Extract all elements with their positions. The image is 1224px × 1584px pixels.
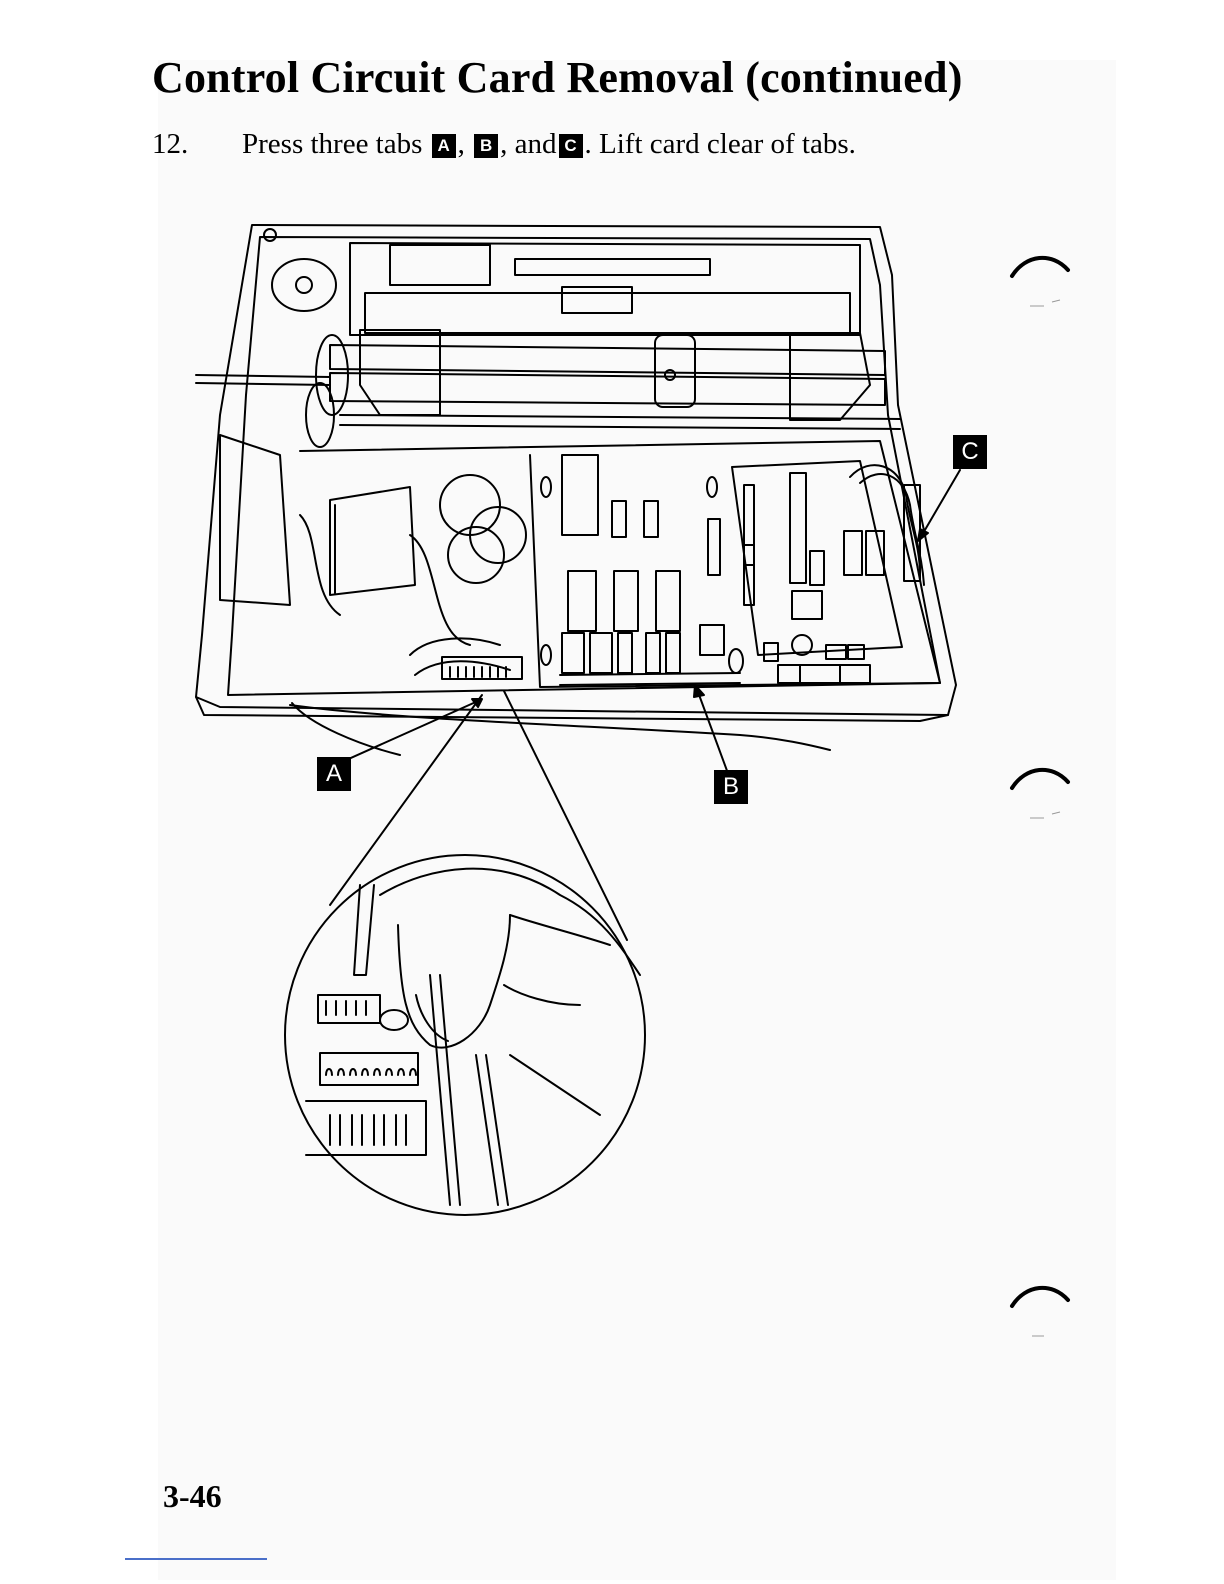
detail-magnifier [285,855,645,1215]
tag-a-icon: A [432,134,456,158]
callout-c: C [953,435,987,469]
footer-rule [125,1558,267,1560]
callout-a: A [317,757,351,791]
step-separator-1: , [458,128,465,160]
step-text-after: . Lift card clear of tabs. [585,128,856,160]
step-number: 12. [152,128,242,161]
tag-c-icon: C [559,134,583,158]
motor-gears [196,229,348,447]
power-supply [220,435,526,679]
binding-margin-mark-icon [1008,760,1072,820]
binding-margin-mark-icon [1008,1278,1072,1338]
printer-illustration [180,215,1010,1225]
callout-b: B [714,770,748,804]
step-separator-2: , and [500,128,556,160]
callout-pointers [324,470,960,940]
option-board [732,461,924,683]
tag-b-icon: B [474,134,498,158]
page-title: Control Circuit Card Removal (continued) [152,52,963,103]
step-text-before: Press three tabs [242,128,422,160]
binding-margin-mark-icon [1008,248,1072,308]
paper-rest [350,243,860,335]
page-number: 3-46 [163,1478,222,1515]
